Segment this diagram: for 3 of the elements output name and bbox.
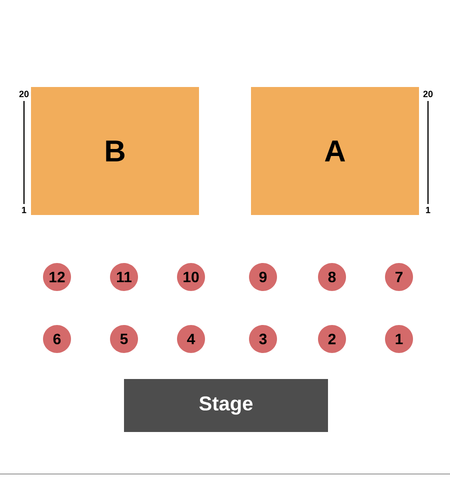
seating-section: A	[251, 87, 419, 215]
stage-block: Stage	[124, 379, 328, 432]
seating-section: B	[31, 87, 199, 215]
